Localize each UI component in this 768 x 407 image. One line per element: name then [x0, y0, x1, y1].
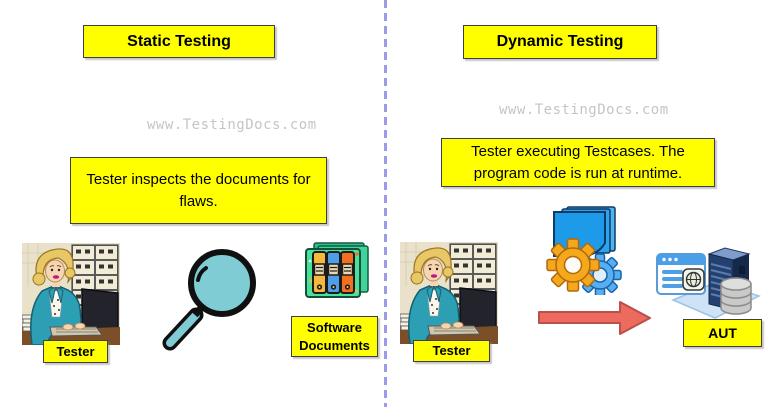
aut-label-text: AUT: [708, 324, 737, 341]
dynamic-testing-title: Dynamic Testing: [463, 25, 657, 59]
software-documents-label: Software Documents: [291, 316, 378, 357]
left-tester-label: Tester: [43, 340, 108, 363]
right-arrow-icon: [538, 301, 651, 335]
dynamic-testing-title-text: Dynamic Testing: [496, 33, 624, 50]
static-testing-title-text: Static Testing: [127, 32, 231, 50]
static-testing-description-text: Tester inspects the documents for flaws.: [86, 170, 311, 210]
right-watermark-text: www.TestingDocs.com: [499, 102, 669, 118]
tester-illustration: [400, 242, 498, 344]
panel-divider: [384, 0, 387, 407]
dynamic-testing-description: Tester executing Testcases. The program …: [441, 138, 715, 187]
aut-label: AUT: [683, 319, 762, 347]
binders-icon: [305, 242, 369, 298]
server-icon: [656, 247, 761, 319]
right-tester-label-text: Tester: [432, 343, 471, 359]
static-testing-title: Static Testing: [83, 25, 275, 58]
right-watermark: www.TestingDocs.com: [499, 102, 669, 118]
left-tester-label-text: Tester: [56, 343, 95, 359]
gears-icon: [546, 206, 622, 295]
dynamic-testing-description-text: Tester executing Testcases. The program …: [471, 142, 685, 182]
left-watermark: www.TestingDocs.com: [147, 117, 317, 133]
left-watermark-text: www.TestingDocs.com: [147, 117, 317, 133]
static-testing-description: Tester inspects the documents for flaws.: [70, 157, 327, 224]
software-documents-label-text: Software Documents: [299, 319, 370, 353]
tester-illustration: [22, 243, 120, 345]
right-tester-label: Tester: [413, 340, 490, 362]
magnifier-icon: [162, 249, 256, 351]
